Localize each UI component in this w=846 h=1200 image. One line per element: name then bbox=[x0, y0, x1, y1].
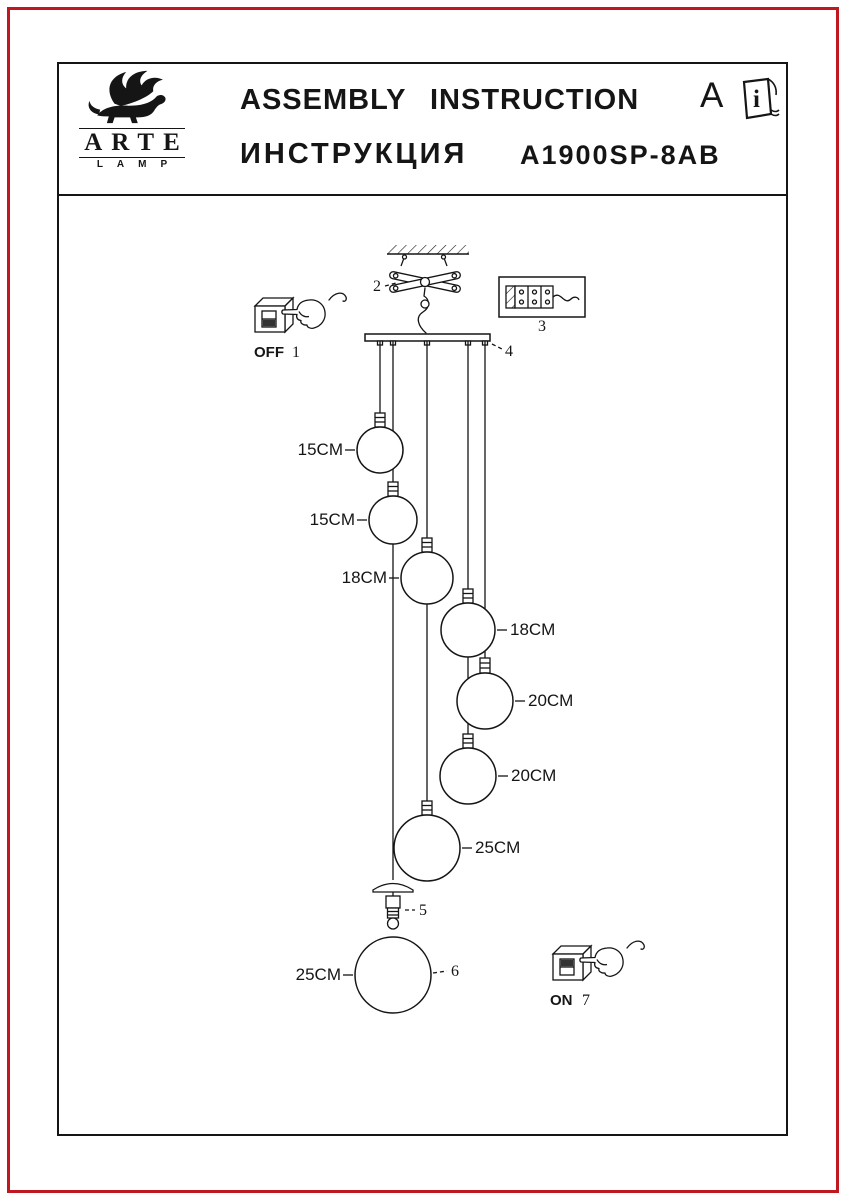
pendant-globe-8 bbox=[354, 936, 432, 1014]
pendant-globe-3 bbox=[400, 537, 454, 605]
step-number-1: 1 bbox=[292, 344, 300, 361]
step-number-7: 7 bbox=[582, 992, 590, 1009]
leader-step-6 bbox=[432, 970, 448, 974]
size-label-2: 15CM bbox=[310, 510, 355, 529]
leader-step-4 bbox=[491, 343, 503, 350]
size-label-5: 20CM bbox=[528, 691, 573, 710]
step-number-3: 3 bbox=[538, 318, 546, 335]
step-number-4: 4 bbox=[505, 343, 513, 360]
pendant-globe-1 bbox=[356, 412, 404, 474]
brand-sub: LAMP bbox=[96, 159, 182, 171]
step-number-5: 5 bbox=[419, 902, 427, 919]
brand-name: ARTE bbox=[84, 129, 189, 156]
pendant-globe-6 bbox=[439, 733, 497, 805]
pendant-globe-2 bbox=[368, 481, 418, 545]
brand-rule-bottom bbox=[79, 157, 185, 159]
pendant-globe-7 bbox=[393, 800, 461, 882]
model-number: A1900SP-8AB bbox=[520, 140, 721, 170]
booklet-icon: i bbox=[738, 75, 784, 128]
brand-rule-top bbox=[79, 128, 185, 129]
size-label-4: 18CM bbox=[510, 620, 555, 639]
page-red-border bbox=[7, 7, 839, 1193]
suspension-cables bbox=[379, 341, 486, 880]
wiring-diagram-icon bbox=[498, 276, 586, 318]
off-switch-illustration bbox=[253, 292, 347, 334]
off-label: OFF bbox=[254, 344, 284, 361]
step-number-6: 6 bbox=[451, 963, 459, 980]
pendant-globe-4 bbox=[440, 588, 496, 658]
title-english: ASSEMBLY INSTRUCTION bbox=[240, 84, 640, 116]
ceiling-hatch bbox=[387, 245, 469, 255]
document-frame: ARTE LAMP ASSEMBLY INSTRUCTION ИНСТРУКЦИ… bbox=[57, 62, 788, 1136]
diagram-area: 2 3 bbox=[59, 196, 786, 1134]
power-wire bbox=[417, 287, 430, 334]
mounting-bracket-icon bbox=[389, 271, 461, 293]
size-label-1: 15CM bbox=[298, 440, 343, 459]
booklet-i-letter: i bbox=[753, 86, 760, 113]
size-label-6: 20CM bbox=[511, 766, 556, 785]
title-russian: ИНСТРУКЦИЯ bbox=[240, 138, 468, 170]
on-switch-illustration bbox=[551, 940, 645, 982]
mounting-screws-icon bbox=[400, 254, 448, 267]
assembly-diagram: 2 3 bbox=[253, 245, 645, 1014]
size-label-3: 18CM bbox=[342, 568, 387, 587]
brand-logo: ARTE LAMP bbox=[73, 69, 191, 170]
step-number-2: 2 bbox=[373, 278, 381, 295]
on-label: ON bbox=[550, 992, 573, 1009]
size-label-8: 25CM bbox=[296, 965, 341, 984]
header: ARTE LAMP ASSEMBLY INSTRUCTION ИНСТРУКЦИ… bbox=[59, 64, 786, 196]
size-label-7: 25CM bbox=[475, 838, 520, 857]
winged-lion-icon bbox=[88, 70, 166, 124]
leader-step-2 bbox=[384, 282, 397, 287]
marker-letter: A bbox=[700, 76, 724, 115]
pendant-globe-5 bbox=[456, 657, 514, 730]
socket-assembly-icon bbox=[372, 882, 414, 930]
